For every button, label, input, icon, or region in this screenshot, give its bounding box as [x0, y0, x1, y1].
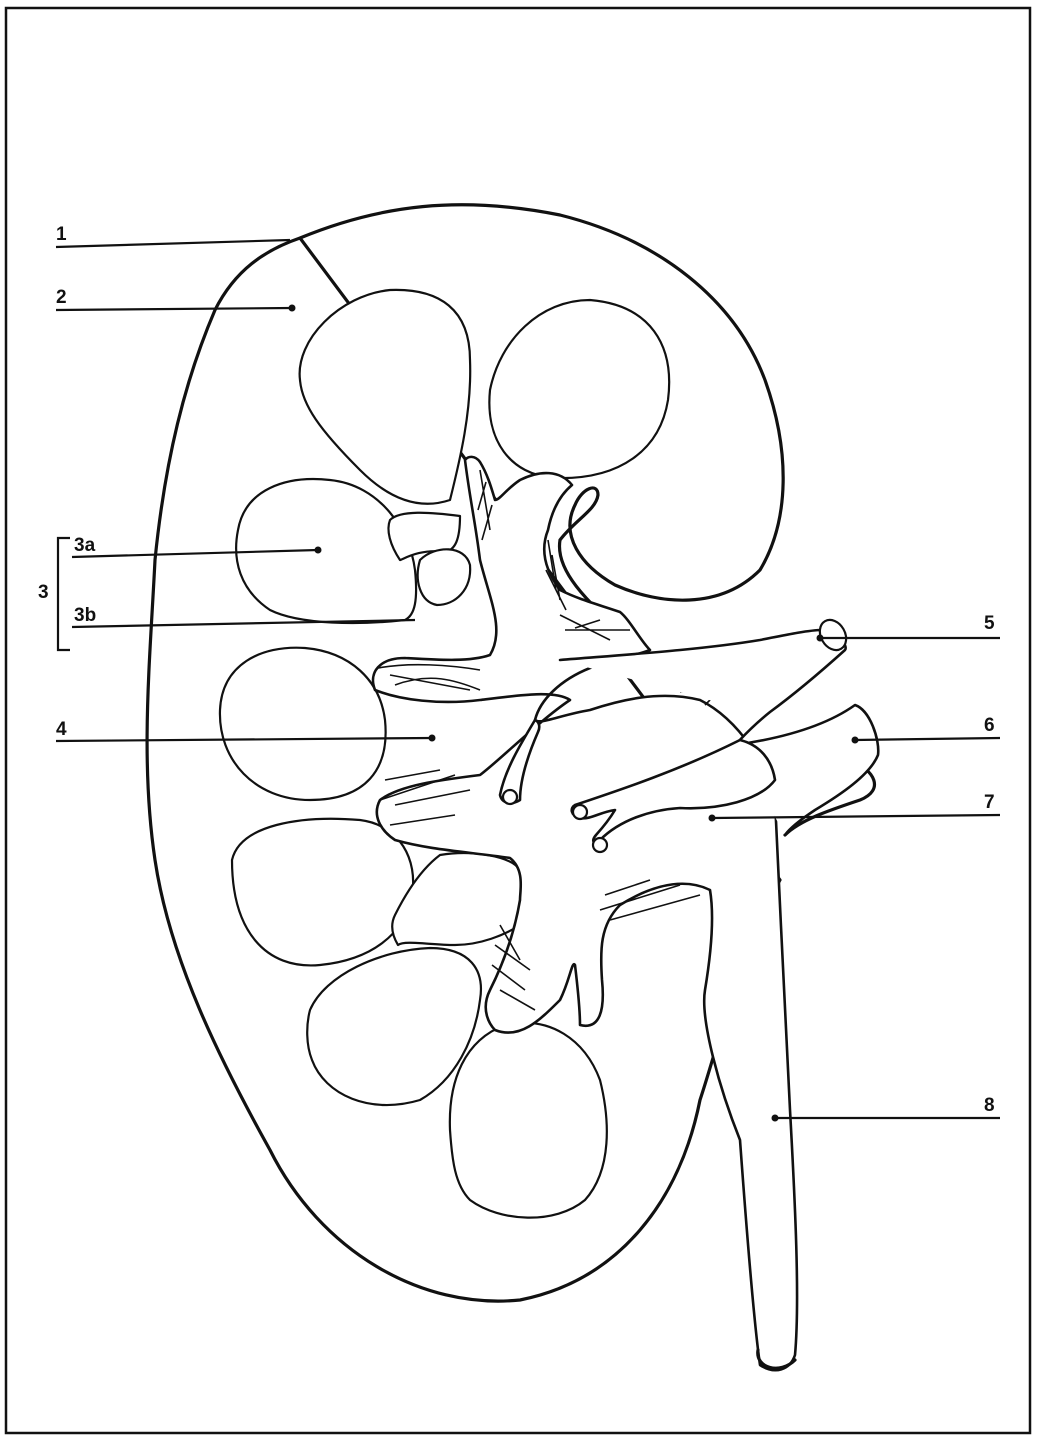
vessel-stub — [593, 838, 607, 852]
bracket-3 — [58, 538, 70, 650]
label-7: 7 — [984, 792, 995, 813]
label-1: 1 — [56, 224, 67, 245]
leader-line-2 — [56, 308, 292, 310]
pyramid — [300, 290, 471, 504]
label-5: 5 — [984, 613, 995, 634]
vessel-stub — [503, 790, 517, 804]
renal-column — [418, 549, 470, 605]
label-2: 2 — [56, 287, 67, 308]
vessel-stub — [573, 805, 587, 819]
pyramid — [220, 648, 386, 800]
label-3b: 3b — [74, 605, 96, 626]
pyramid — [450, 1023, 607, 1218]
label-3a: 3a — [74, 535, 96, 556]
label-3: 3 — [38, 582, 49, 603]
pyramid — [232, 819, 413, 966]
pyramid — [489, 300, 669, 478]
label-6: 6 — [984, 715, 995, 736]
page-frame — [6, 8, 1030, 1433]
label-4: 4 — [56, 719, 67, 740]
leader-line-1 — [56, 240, 290, 247]
label-8: 8 — [984, 1095, 995, 1116]
